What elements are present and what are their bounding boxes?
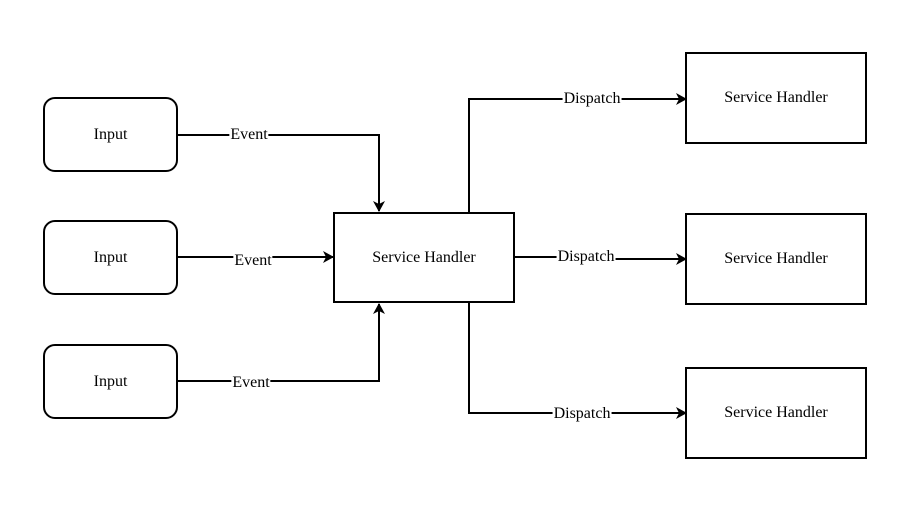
- edge-dispatch-3: [468, 302, 687, 419]
- central-service-handler-node[interactable]: Service Handler: [333, 212, 515, 303]
- edge-label-event-3: Event: [231, 374, 271, 392]
- edge-event-3: [178, 303, 385, 382]
- edge-label-event-2: Event: [233, 252, 273, 270]
- edge-label-dispatch-2: Dispatch: [556, 248, 616, 266]
- service-handler-node-3[interactable]: Service Handler: [685, 367, 867, 459]
- service-handler-node-2-label: Service Handler: [724, 250, 828, 267]
- service-handler-node-2[interactable]: Service Handler: [685, 213, 867, 305]
- service-handler-node-1[interactable]: Service Handler: [685, 52, 867, 144]
- input-node-3[interactable]: Input: [43, 344, 178, 419]
- edge-event-1: [178, 134, 385, 212]
- edge-label-event-1: Event: [229, 126, 269, 144]
- input-node-1[interactable]: Input: [43, 97, 178, 172]
- edge-dispatch-1: [468, 93, 687, 213]
- input-node-3-label: Input: [93, 372, 128, 390]
- edge-label-dispatch-3: Dispatch: [552, 405, 612, 423]
- input-node-2[interactable]: Input: [43, 220, 178, 295]
- input-node-2-label: Input: [93, 248, 128, 266]
- edge-label-dispatch-1: Dispatch: [562, 90, 622, 108]
- central-service-handler-label: Service Handler: [372, 248, 476, 266]
- input-node-1-label: Input: [93, 125, 128, 143]
- service-handler-node-1-label: Service Handler: [724, 89, 828, 106]
- service-handler-node-3-label: Service Handler: [724, 404, 828, 421]
